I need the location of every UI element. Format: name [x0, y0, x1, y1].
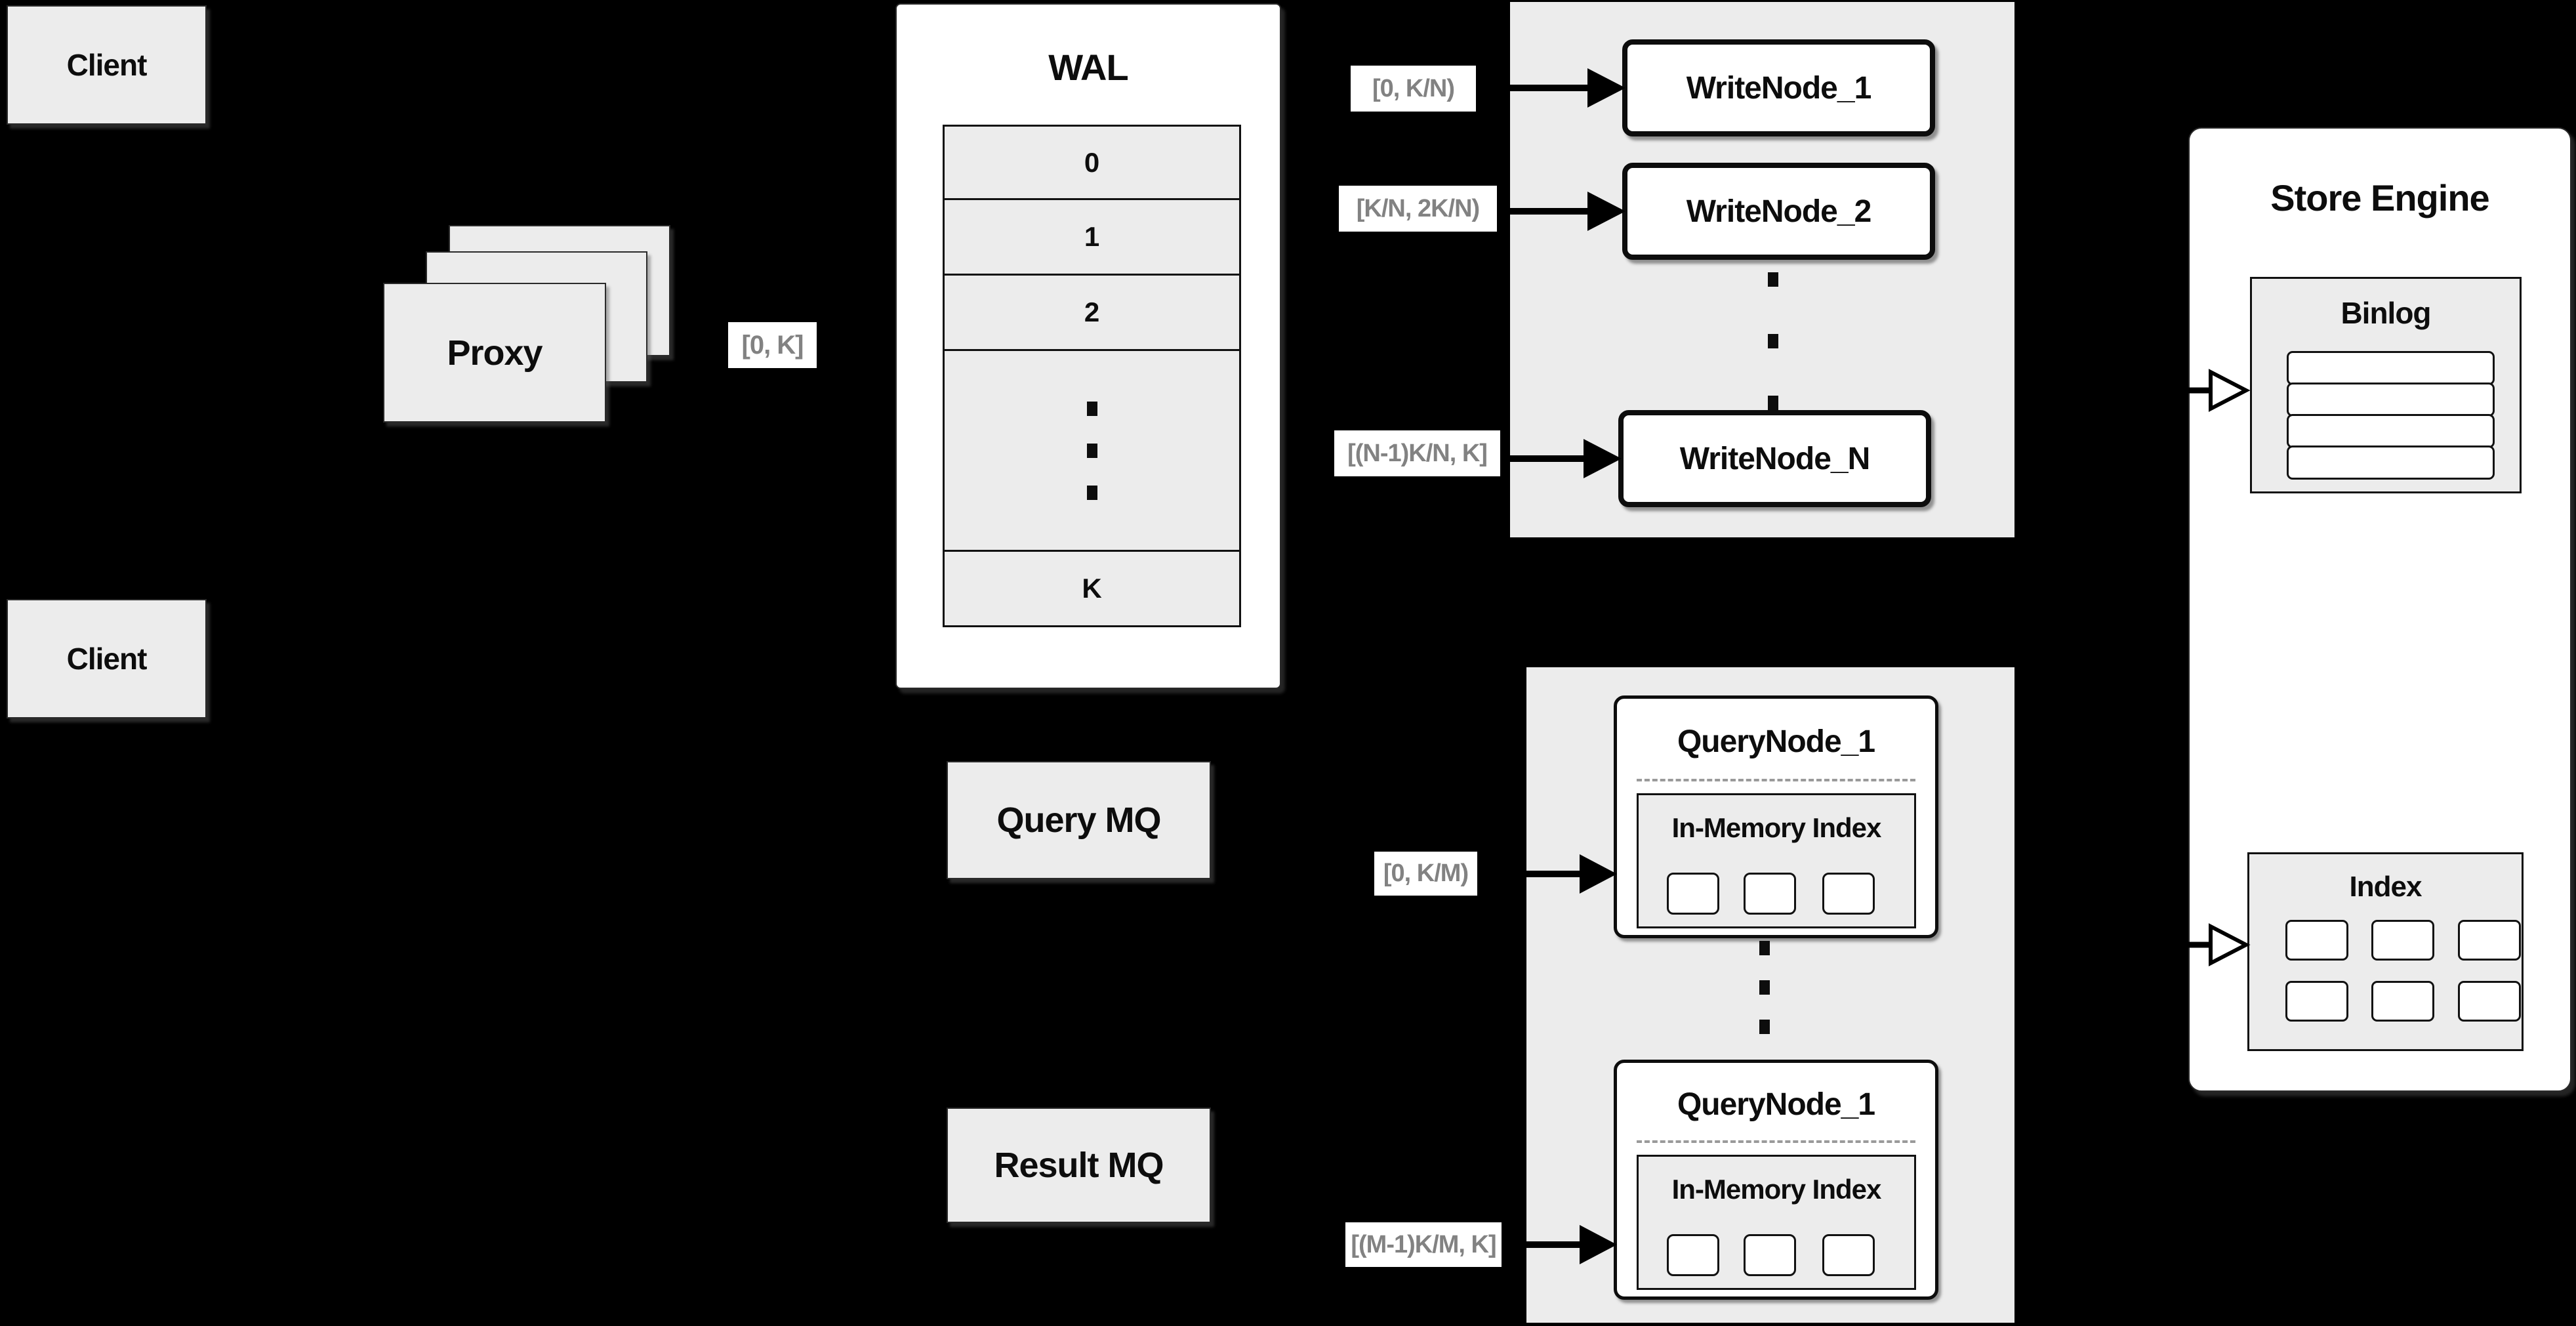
write-node-n-label: WriteNode_N	[1679, 441, 1870, 476]
query-node-bottom-box: QueryNode_1 In-Memory Index	[1614, 1060, 1938, 1300]
segment-chunk-icon	[1822, 873, 1875, 915]
wal-title: WAL	[897, 37, 1280, 96]
result-mq-box: Result MQ	[947, 1108, 1211, 1223]
ellipsis-dots-icon	[1086, 401, 1097, 500]
wal-title-label: WAL	[1048, 46, 1128, 88]
segment-chunk-icon	[1822, 1234, 1875, 1276]
wal-segment-row: K	[943, 552, 1241, 627]
dashed-divider	[1637, 779, 1915, 781]
index-file-icon	[2371, 981, 2434, 1022]
index-file-icon	[2285, 920, 2348, 961]
write-node-1-box: WriteNode_1	[1622, 39, 1935, 136]
dashed-divider	[1637, 1140, 1915, 1143]
write-node-n-box: WriteNode_N	[1618, 410, 1931, 507]
wal-segment-label: 0	[1084, 146, 1100, 178]
wal-container: WAL 0 1 2 K	[895, 3, 1281, 689]
client-bottom-label: Client	[66, 642, 148, 676]
index-file-icon	[2458, 920, 2521, 961]
query-node-bottom-title: QueryNode_1	[1617, 1075, 1935, 1134]
client-bottom-box: Client	[7, 599, 207, 718]
store-engine-box: Store Engine Binlog Index	[2188, 127, 2571, 1092]
wal-ellipsis-row	[943, 351, 1241, 552]
binlog-title-label: Binlog	[2341, 296, 2431, 330]
binlog-row-icon	[2287, 445, 2495, 480]
query-node-top-box: QueryNode_1 In-Memory Index	[1614, 695, 1938, 938]
binlog-box: Binlog	[2250, 277, 2522, 493]
wal-segment-label: K	[1082, 573, 1102, 604]
client-top-label: Client	[66, 48, 148, 82]
segment-chunk-icon	[1744, 873, 1796, 915]
in-memory-index-label: In-Memory Index	[1671, 812, 1882, 843]
in-memory-index-label: In-Memory Index	[1671, 1174, 1882, 1205]
binlog-row-icon	[2287, 383, 2495, 417]
in-memory-index-title: In-Memory Index	[1639, 802, 1914, 854]
wal-segment-row: 1	[943, 200, 1241, 276]
index-file-icon	[2285, 981, 2348, 1022]
segment-chunk-icon	[1667, 1234, 1719, 1276]
range-chip-write-2-label: [K/N, 2K/N)	[1356, 194, 1480, 222]
query-node-top-title-label: QueryNode_1	[1677, 724, 1875, 759]
range-chip-query-first: [0, K/M)	[1374, 852, 1477, 896]
range-chip-proxy-wal: [0, K]	[728, 322, 817, 368]
in-memory-index-title: In-Memory Index	[1639, 1163, 1914, 1216]
binlog-row-icon	[2287, 351, 2495, 385]
binlog-title: Binlog	[2252, 287, 2520, 339]
in-memory-index-box: In-Memory Index	[1637, 793, 1916, 928]
wal-segment-row: 0	[943, 125, 1241, 200]
write-node-2-label: WriteNode_2	[1686, 194, 1872, 229]
result-mq-label: Result MQ	[994, 1146, 1164, 1185]
segment-chunk-icon	[1667, 873, 1719, 915]
binlog-row-icon	[2287, 414, 2495, 448]
in-memory-index-box: In-Memory Index	[1637, 1155, 1916, 1290]
query-mq-box: Query MQ	[947, 761, 1211, 879]
ellipsis-dots-icon	[1763, 272, 1784, 410]
query-node-top-title: QueryNode_1	[1617, 712, 1935, 771]
index-box: Index	[2247, 852, 2524, 1051]
proxy-label: Proxy	[447, 333, 542, 373]
range-chip-query-last-label: [(M-1)K/M, K]	[1351, 1230, 1496, 1258]
wal-segment-table: 0 1 2 K	[943, 125, 1241, 627]
range-chip-query-first-label: [0, K/M)	[1383, 860, 1469, 887]
ellipsis-dots-icon	[1754, 941, 1775, 1034]
range-chip-write-1-label: [0, K/N)	[1372, 74, 1455, 102]
wal-segment-label: 1	[1084, 221, 1100, 252]
client-top-box: Client	[7, 5, 207, 125]
range-chip-write-n-label: [(N-1)K/N, K]	[1347, 439, 1488, 467]
range-chip-write-n: [(N-1)K/N, K]	[1334, 430, 1500, 476]
index-file-icon	[2371, 920, 2434, 961]
index-file-icon	[2458, 981, 2521, 1022]
range-chip-proxy-wal-label: [0, K]	[741, 330, 804, 360]
wal-segment-row: 2	[943, 276, 1241, 351]
store-engine-title: Store Engine	[2190, 165, 2570, 230]
range-chip-query-last: [(M-1)K/M, K]	[1345, 1222, 1502, 1267]
index-title-label: Index	[2349, 871, 2423, 903]
query-node-bottom-title-label: QueryNode_1	[1677, 1087, 1875, 1122]
index-title: Index	[2249, 861, 2522, 913]
store-engine-title-label: Store Engine	[2270, 176, 2489, 218]
range-chip-write-1: [0, K/N)	[1351, 66, 1476, 112]
query-mq-label: Query MQ	[996, 800, 1161, 840]
write-node-1-label: WriteNode_1	[1686, 70, 1872, 106]
write-node-2-box: WriteNode_2	[1622, 163, 1935, 260]
wal-segment-label: 2	[1084, 297, 1100, 327]
segment-chunk-icon	[1744, 1234, 1796, 1276]
range-chip-write-2: [K/N, 2K/N)	[1339, 186, 1497, 232]
proxy-card-front: Proxy	[383, 283, 606, 423]
